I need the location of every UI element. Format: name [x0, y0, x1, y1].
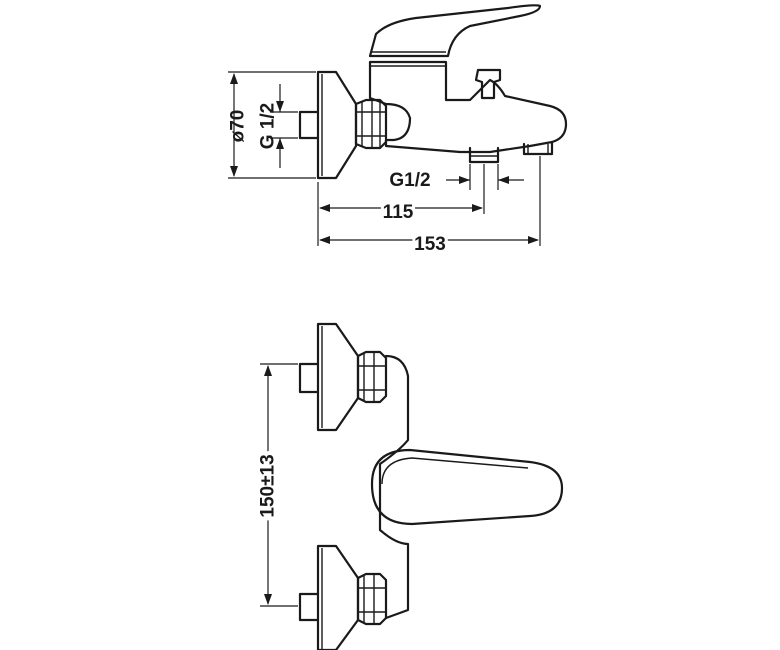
thread-label-left: G 1/2 — [258, 103, 279, 149]
front-lever-handle — [370, 448, 564, 526]
thread-label-bottom: G1/2 — [389, 170, 430, 191]
dimension-153-label: 153 — [414, 234, 446, 255]
diameter-label: ø70 — [228, 110, 249, 143]
front-lower-nut — [356, 572, 388, 626]
side-connector-nut — [354, 98, 388, 150]
side-outlet — [468, 146, 500, 164]
front-body — [378, 354, 410, 620]
side-lever-handle — [368, 4, 542, 58]
side-view-dimensions — [228, 71, 541, 246]
side-wall-flange — [316, 70, 358, 180]
side-inlet-stub — [298, 110, 320, 140]
front-view-dimensions — [260, 363, 298, 607]
side-shower-outlet — [522, 140, 554, 156]
front-lower-flange — [316, 544, 360, 650]
dimension-115-label: 115 — [383, 202, 414, 223]
front-upper-flange — [316, 322, 360, 432]
side-diverter-knob — [474, 68, 502, 100]
side-body — [368, 60, 568, 154]
spacing-label: 150±13 — [258, 454, 279, 517]
side-view — [298, 4, 568, 180]
front-upper-nut — [356, 350, 388, 404]
front-view — [298, 322, 564, 650]
